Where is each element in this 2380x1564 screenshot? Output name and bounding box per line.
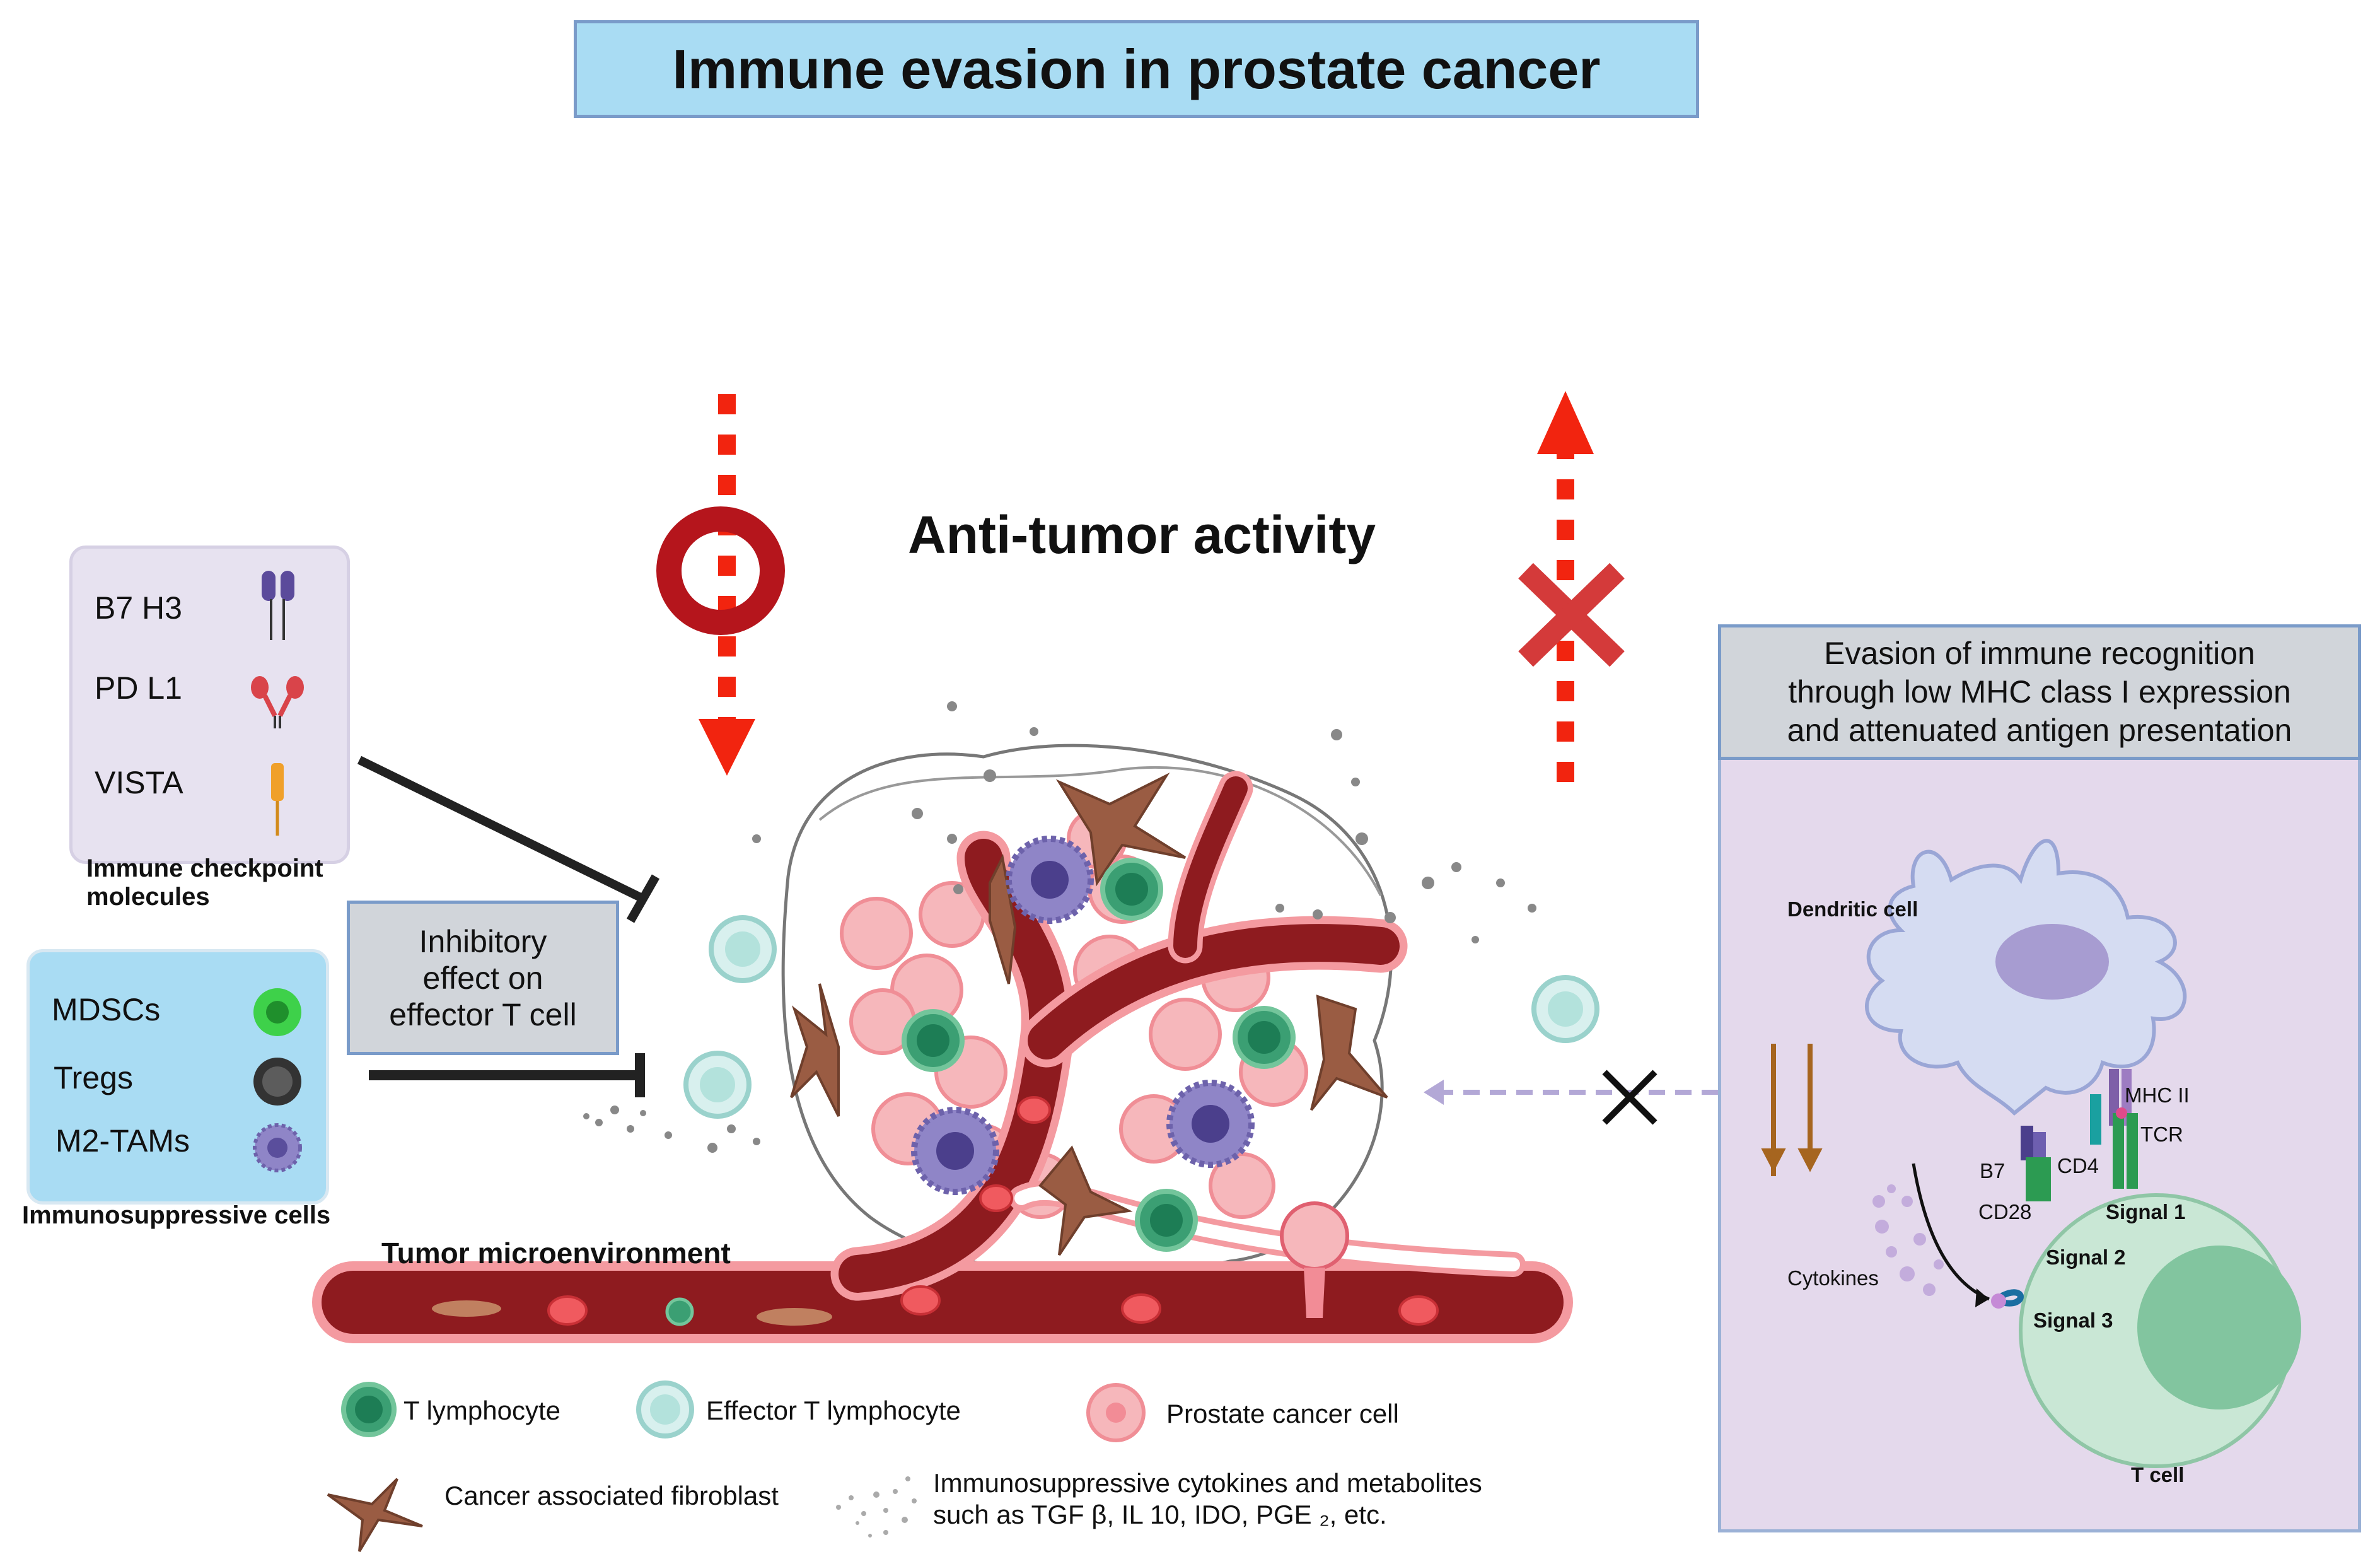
right-header-line-3: and attenuated antigen presentation: [1787, 713, 2292, 748]
pdl1-receptor-icon: [251, 676, 304, 728]
signal2-label: Signal 2: [2046, 1246, 2126, 1269]
right-header-line-1: Evasion of immune recognition: [1824, 636, 2255, 671]
inhibition-arrow-immunosuppressive: [369, 1053, 645, 1097]
immuno-caption: Immunosuppressive cells: [22, 1201, 331, 1229]
inhibition-arrow-checkpoints: [357, 756, 660, 923]
right-panel-header: Evasion of immune recognition through lo…: [1718, 624, 2361, 760]
inhibitory-effect-box: Inhibitory effect on effector T cell: [347, 901, 619, 1055]
legend-t-lymphocyte: T lymphocyte: [403, 1396, 560, 1425]
inhibitory-line-1: Inhibitory: [419, 923, 547, 959]
vista-receptor-icon: [271, 763, 284, 836]
blocked-presentation-arrow: [1424, 1070, 1718, 1125]
mhc2-label: MHC II: [2125, 1083, 2190, 1107]
tcr-label: TCR: [2140, 1123, 2183, 1146]
dendritic-cell-label: Dendritic cell: [1787, 897, 1919, 921]
treg-cell-icon: [253, 1058, 301, 1106]
checkpoint-label-b7h3: B7 H3: [95, 590, 182, 626]
t-cell-label: T cell: [2131, 1463, 2185, 1486]
cancer-associated-fibroblasts: [790, 773, 1388, 1256]
legend-prostate-cell-icon: [1086, 1383, 1146, 1442]
cytokines-label: Cytokines: [1787, 1266, 1879, 1290]
right-header-line-2: through low MHC class I expression: [1788, 674, 2291, 709]
increase-arrow: [1518, 391, 1625, 782]
b7h3-receptor-icon: [262, 571, 294, 640]
legend-effector-t: Effector T lymphocyte: [706, 1396, 961, 1425]
cytokine-particles: [1872, 1184, 1944, 1296]
checkpoint-label-vista: VISTA: [95, 765, 183, 800]
legend-cytokine-dots-icon: [836, 1476, 917, 1538]
legend-cytokines-line-1: Immunosuppressive cytokines and metaboli…: [933, 1468, 1482, 1498]
b7-label: B7: [1980, 1159, 2006, 1182]
m2-tam-cell-icon: [253, 1123, 302, 1172]
legend-t-lymphocyte-icon: [341, 1382, 397, 1437]
legend-icons: [327, 1380, 917, 1553]
immuno-label-tregs: Tregs: [54, 1060, 133, 1095]
tumor-boundary: [781, 744, 1393, 1278]
red-blood-cells: [547, 1096, 1439, 1326]
decrease-arrow: [656, 394, 785, 776]
antigen-presentation-diagram: [1761, 839, 2301, 1468]
cd28-label: CD28: [1978, 1200, 2032, 1223]
checkpoint-label-pdl1: PD L1: [95, 670, 182, 706]
signal1-label: Signal 1: [2106, 1200, 2186, 1223]
immuno-cell-icons: [253, 988, 302, 1172]
vessel-fibroblast: [432, 1300, 832, 1326]
page-title: Immune evasion in prostate cancer: [574, 20, 1699, 118]
effector-t-cells: [683, 915, 1599, 1119]
cytokine-arrow: [1912, 1163, 1990, 1301]
t-cell-body: [2019, 1193, 2301, 1468]
immuno-label-m2tams: M2-TAMs: [55, 1123, 190, 1158]
mdsc-cell-icon: [253, 988, 301, 1036]
receptor-complexes: [2021, 1069, 2138, 1201]
extravasating-cell: [1280, 1201, 1349, 1318]
checkpoint-panel: [69, 546, 350, 864]
cd4-label: CD4: [2057, 1154, 2099, 1177]
t-lymphocytes: [665, 858, 1296, 1326]
legend-prostate-cancer-cell: Prostate cancer cell: [1166, 1399, 1399, 1428]
tme-label: Tumor microenvironment: [381, 1237, 731, 1269]
signal3-label: Signal 3: [2033, 1309, 2113, 1332]
immuno-label-mdscs: MDSCs: [52, 992, 161, 1027]
cytokine-dots: [583, 701, 1536, 1153]
checkpoint-caption-2: molecules: [86, 883, 210, 911]
legend-caf: Cancer associated fibroblast: [444, 1481, 779, 1510]
legend-fibroblast-icon: [327, 1478, 423, 1553]
cytokine-receptor: [1991, 1289, 2024, 1309]
inhibitory-line-3: effector T cell: [389, 996, 577, 1032]
legend-effector-t-icon: [636, 1380, 694, 1439]
checkpoint-icons: [251, 571, 304, 836]
legend-cytokines-line-2: such as TGF β, IL 10, IDO, PGE ₂, etc.: [933, 1500, 1387, 1529]
checkpoint-caption-1: Immune checkpoint: [86, 855, 323, 882]
inhibitory-line-2: effect on: [422, 960, 543, 996]
anti-tumor-title: Anti-tumor activity: [908, 505, 1376, 564]
